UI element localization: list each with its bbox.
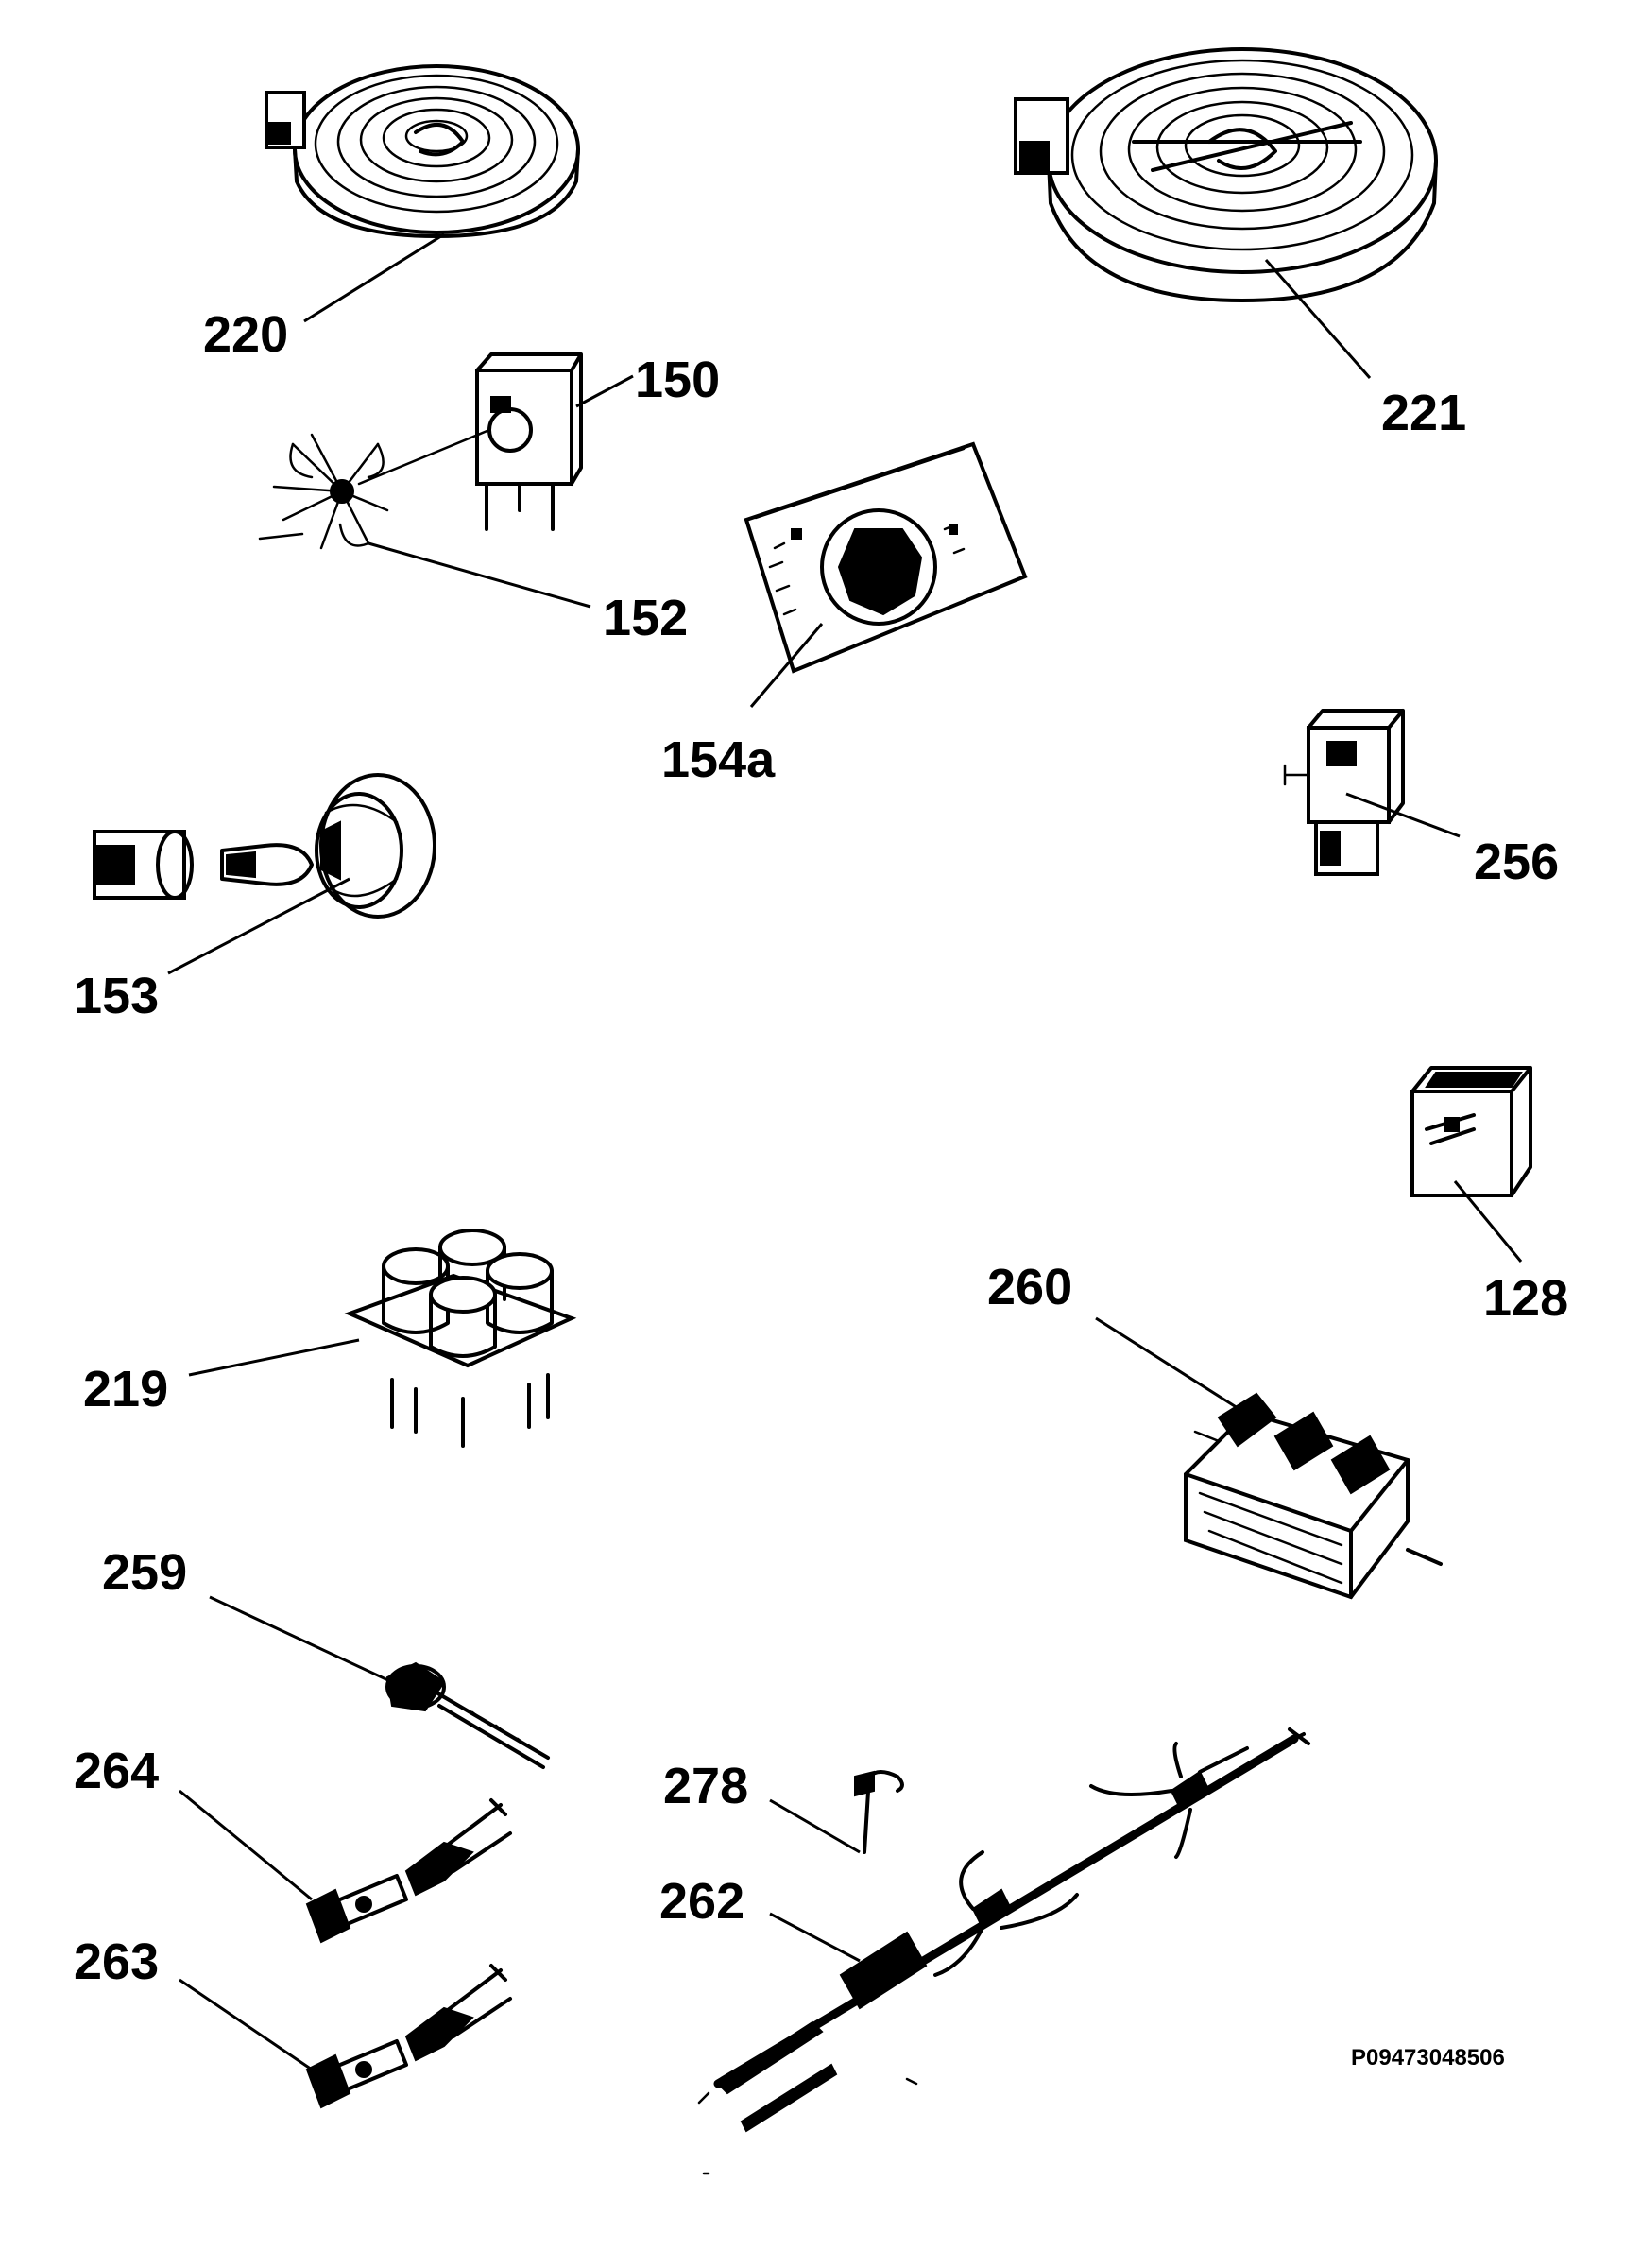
part-labels: 220 221 150 152 154a 256 153 128 260 219… [74, 306, 1568, 1990]
part-220-hotplate-small [265, 64, 580, 238]
label-262: 262 [659, 1873, 744, 1930]
part-264-connector [305, 1798, 512, 1944]
part-262-rotisserie-spit [697, 1727, 1310, 2175]
label-154a: 154a [661, 731, 776, 788]
label-150: 150 [635, 352, 720, 408]
label-152: 152 [603, 590, 688, 646]
part-153-oven-lamp [93, 773, 436, 919]
label-219: 219 [83, 1361, 168, 1418]
label-220: 220 [203, 306, 288, 363]
label-260: 260 [987, 1259, 1072, 1315]
leader-220 [303, 232, 445, 323]
label-264: 264 [74, 1743, 159, 1799]
leader-153 [167, 877, 350, 975]
label-256: 256 [1474, 833, 1559, 890]
part-221-hotplate-large [1014, 47, 1438, 302]
leader-154a [749, 623, 824, 708]
leader-128 [1453, 1180, 1523, 1263]
part-263-connector [305, 1964, 512, 2109]
leader-221 [1264, 259, 1372, 379]
leader-219 [188, 1338, 360, 1377]
leader-260 [1095, 1316, 1239, 1410]
part-154a-control-plate [744, 441, 1028, 674]
part-152-fan-blade [258, 433, 389, 550]
leader-264 [179, 1789, 313, 1901]
leader-262 [769, 1912, 861, 1963]
leader-152 [368, 541, 591, 609]
label-263: 263 [74, 1933, 159, 1990]
label-221: 221 [1381, 385, 1466, 441]
part-260-selector-switch [1184, 1392, 1443, 1600]
label-259: 259 [102, 1544, 187, 1601]
leader-256 [1345, 792, 1461, 838]
part-128-switch-box [1410, 1066, 1532, 1197]
leader-259 [209, 1595, 393, 1684]
part-219-capacitor-block [344, 1228, 577, 1448]
leader-263 [179, 1978, 313, 2071]
part-256-thermostat [1283, 709, 1405, 876]
label-278: 278 [663, 1758, 748, 1814]
label-128: 128 [1483, 1270, 1568, 1327]
part-278-hook [854, 1770, 904, 1854]
label-153: 153 [74, 968, 159, 1024]
drawing-code: P09473048506 [1351, 2045, 1505, 2070]
part-259-sensor [385, 1661, 550, 1769]
leader-278 [769, 1798, 861, 1854]
part-150-fan-motor [357, 352, 583, 531]
leader-150 [575, 374, 634, 408]
leader-lines [167, 232, 1523, 2071]
